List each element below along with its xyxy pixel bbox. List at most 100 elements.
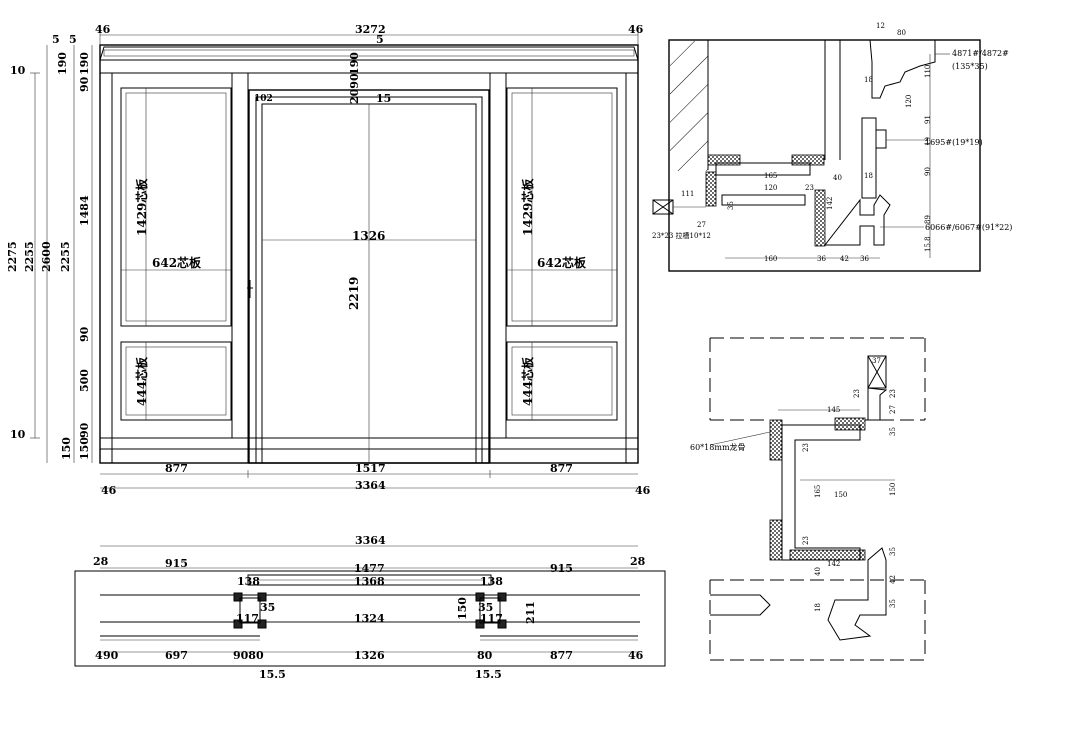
door-handle-icon (247, 280, 253, 298)
db-150: 150 (834, 491, 847, 499)
elev-190-b: 190 (78, 52, 91, 75)
front-elevation: 46 3272 46 5 5 5 190 190 190 90 2090 102… (6, 23, 651, 497)
dt-cornice-size: (135*35) (952, 62, 988, 71)
plan-left-138: 138 (237, 575, 260, 588)
db-42: 42 (889, 575, 897, 584)
dt-36a: 36 (817, 255, 826, 263)
elev-190-a: 190 (56, 52, 69, 75)
elev-15: 15 (376, 92, 391, 105)
elev-102: 102 (254, 94, 273, 104)
plan-b-90: 90 (103, 649, 119, 662)
db-142: 142 (827, 560, 840, 568)
db-145: 145 (827, 406, 840, 414)
elev-2090: 2090 (348, 73, 361, 104)
plan-b-46: 46 (628, 649, 644, 662)
plan-left-28: 28 (93, 555, 109, 568)
dt-23: 23 (805, 184, 814, 192)
plan-b-15-5-r: 15.5 (475, 668, 502, 681)
dt-18b: 18 (864, 172, 873, 180)
db-165: 165 (814, 485, 822, 498)
plan-b-4: 4 (95, 649, 103, 662)
elev-top-five-c: 5 (376, 33, 384, 46)
dt-35: 35 (727, 201, 735, 210)
elev-bottom-46-r: 46 (635, 484, 651, 497)
right-panel-wide-label: 642芯板 (537, 255, 587, 270)
plan-left-915: 915 (165, 557, 188, 570)
elev-bottom-1517: 1517 (355, 462, 386, 475)
db-35c: 35 (889, 599, 897, 608)
elev-10-top: 10 (10, 64, 26, 77)
elev-2600: 2600 (40, 241, 53, 272)
elev-150: 150 (60, 437, 73, 460)
elev-bottom-877-l: 877 (165, 462, 188, 475)
dt-110: 110 (924, 65, 932, 78)
plan-right-28: 28 (630, 555, 646, 568)
right-panel-small-label: 444芯板 (520, 356, 535, 406)
dt-lines: 23*23 拉槽10*12 (652, 231, 711, 240)
dt-18a: 18 (864, 76, 873, 84)
plan-b-9080: 9080 (233, 649, 264, 662)
plan-right-915: 915 (550, 562, 573, 575)
db-23d: 23 (802, 536, 810, 545)
elev-2219: 2219 (347, 277, 361, 310)
dt-165: 165 (764, 172, 777, 180)
db-150b: 150 (889, 483, 897, 496)
plan-total: 3364 (355, 534, 386, 547)
dt-27: 27 (697, 221, 706, 229)
elev-2275: 2275 (6, 241, 19, 272)
detail-top-right: 4871#/4872# (135*35) 1695#(19*19) 6066#/… (652, 22, 1012, 272)
elev-500: 500 (78, 369, 91, 392)
db-35b: 35 (889, 547, 897, 556)
plan-mid-1324: 1324 (354, 612, 385, 625)
plan-right-117: 117 (480, 612, 503, 625)
dt-36b: 36 (860, 255, 869, 263)
elev-90-base: 90 (78, 422, 91, 438)
dt-cornice: 4871#/4872# (952, 49, 1009, 58)
plan-left-35: 35 (260, 601, 275, 614)
left-panel-tall-label: 1429芯板 (134, 178, 149, 236)
plan-mid-150: 150 (456, 597, 469, 620)
left-panel-wide-label: 642芯板 (152, 255, 202, 270)
elev-90: 90 (78, 76, 91, 92)
dt-80: 80 (897, 29, 906, 37)
detail-bottom-right: 60*18mm龙骨 37 23 23 27 35 145 23 165 150 … (690, 337, 926, 661)
dt-90: 90 (924, 167, 932, 176)
elev-190-c: 190 (348, 52, 361, 75)
dt-12: 12 (876, 22, 885, 30)
plan-right-138: 138 (480, 575, 503, 588)
plan-b-697: 697 (165, 649, 188, 662)
plan-mid-1368: 1368 (354, 575, 385, 588)
elev-2255-a: 2255 (23, 241, 36, 272)
dt-142: 142 (826, 197, 834, 210)
elev-top-left-46: 46 (95, 23, 111, 36)
plan-mid-1477: 1477 (354, 562, 385, 575)
elev-1326: 1326 (352, 229, 385, 243)
left-panel-small-label: 444芯板 (134, 356, 149, 406)
dt-1695: 1695#(19*19) (925, 138, 983, 147)
db-35a: 35 (889, 427, 897, 436)
plan-b-1326: 1326 (354, 649, 385, 662)
elev-top-five-a: 5 (52, 33, 60, 46)
elev-10-bot: 10 (10, 428, 26, 441)
db-23c: 23 (802, 443, 810, 452)
elev-bottom-46-l: 46 (101, 484, 117, 497)
elev-top-total: 3272 (355, 23, 386, 36)
elev-bottom-877-r: 877 (550, 462, 573, 475)
right-panel-tall-label: 1429芯板 (520, 178, 535, 236)
plan-right-35: 35 (478, 601, 493, 614)
elev-top-right-46: 46 (628, 23, 644, 36)
dt-19: 19 (924, 137, 932, 146)
elev-150-b: 150 (78, 437, 91, 460)
dt-15-8: 15.8 (924, 236, 932, 252)
dt-160: 160 (764, 255, 777, 263)
dt-120: 120 (905, 95, 913, 108)
db-37: 37 (872, 357, 881, 365)
db-23a: 23 (853, 389, 861, 398)
dt-40: 40 (833, 174, 842, 182)
plan-b-877: 877 (550, 649, 573, 662)
plan-b-80: 80 (477, 649, 493, 662)
dt-91: 91 (924, 115, 932, 124)
elev-90-low: 90 (78, 326, 91, 342)
db-keel: 60*18mm龙骨 (690, 442, 746, 452)
